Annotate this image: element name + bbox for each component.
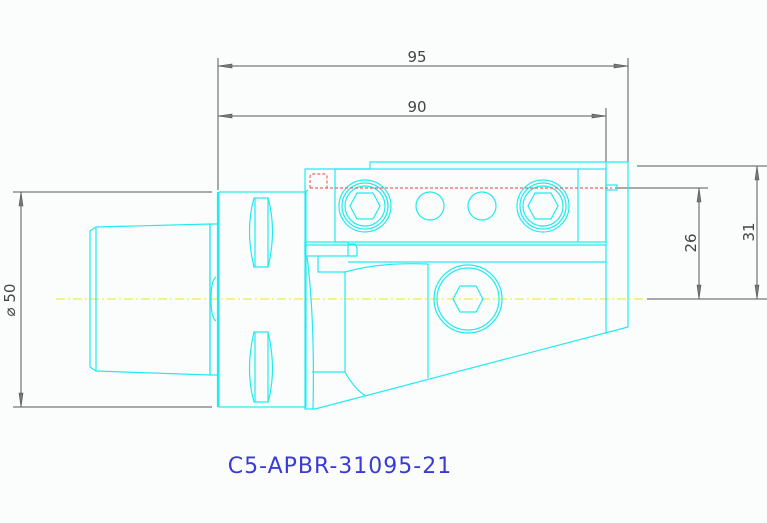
part-number: C5-APBR-31095-21 [228,454,452,479]
lower-screw [433,264,503,334]
dimension-26: 26 [615,187,767,300]
capto-shank [89,192,220,407]
tool-head [304,161,629,410]
dimension-diameter-50: ⌀ 50 [1,191,212,408]
coolant-channel-hidden [309,173,612,189]
dimension-26-label: 26 [682,233,700,252]
dimension-90: 90 [217,98,607,162]
coolant-hole-1 [415,191,445,221]
dimension-31: 31 [637,165,767,300]
dimension-95: 95 [217,48,629,190]
dimension-95-label: 95 [407,48,426,66]
clamp-screw-left [338,179,392,233]
coolant-hole-2 [467,191,497,221]
dimension-90-label: 90 [407,98,426,116]
flange [218,191,307,408]
dimension-diameter-label: ⌀ 50 [1,284,19,317]
dimension-31-label: 31 [740,222,758,241]
clamp-screw-right [516,179,570,233]
